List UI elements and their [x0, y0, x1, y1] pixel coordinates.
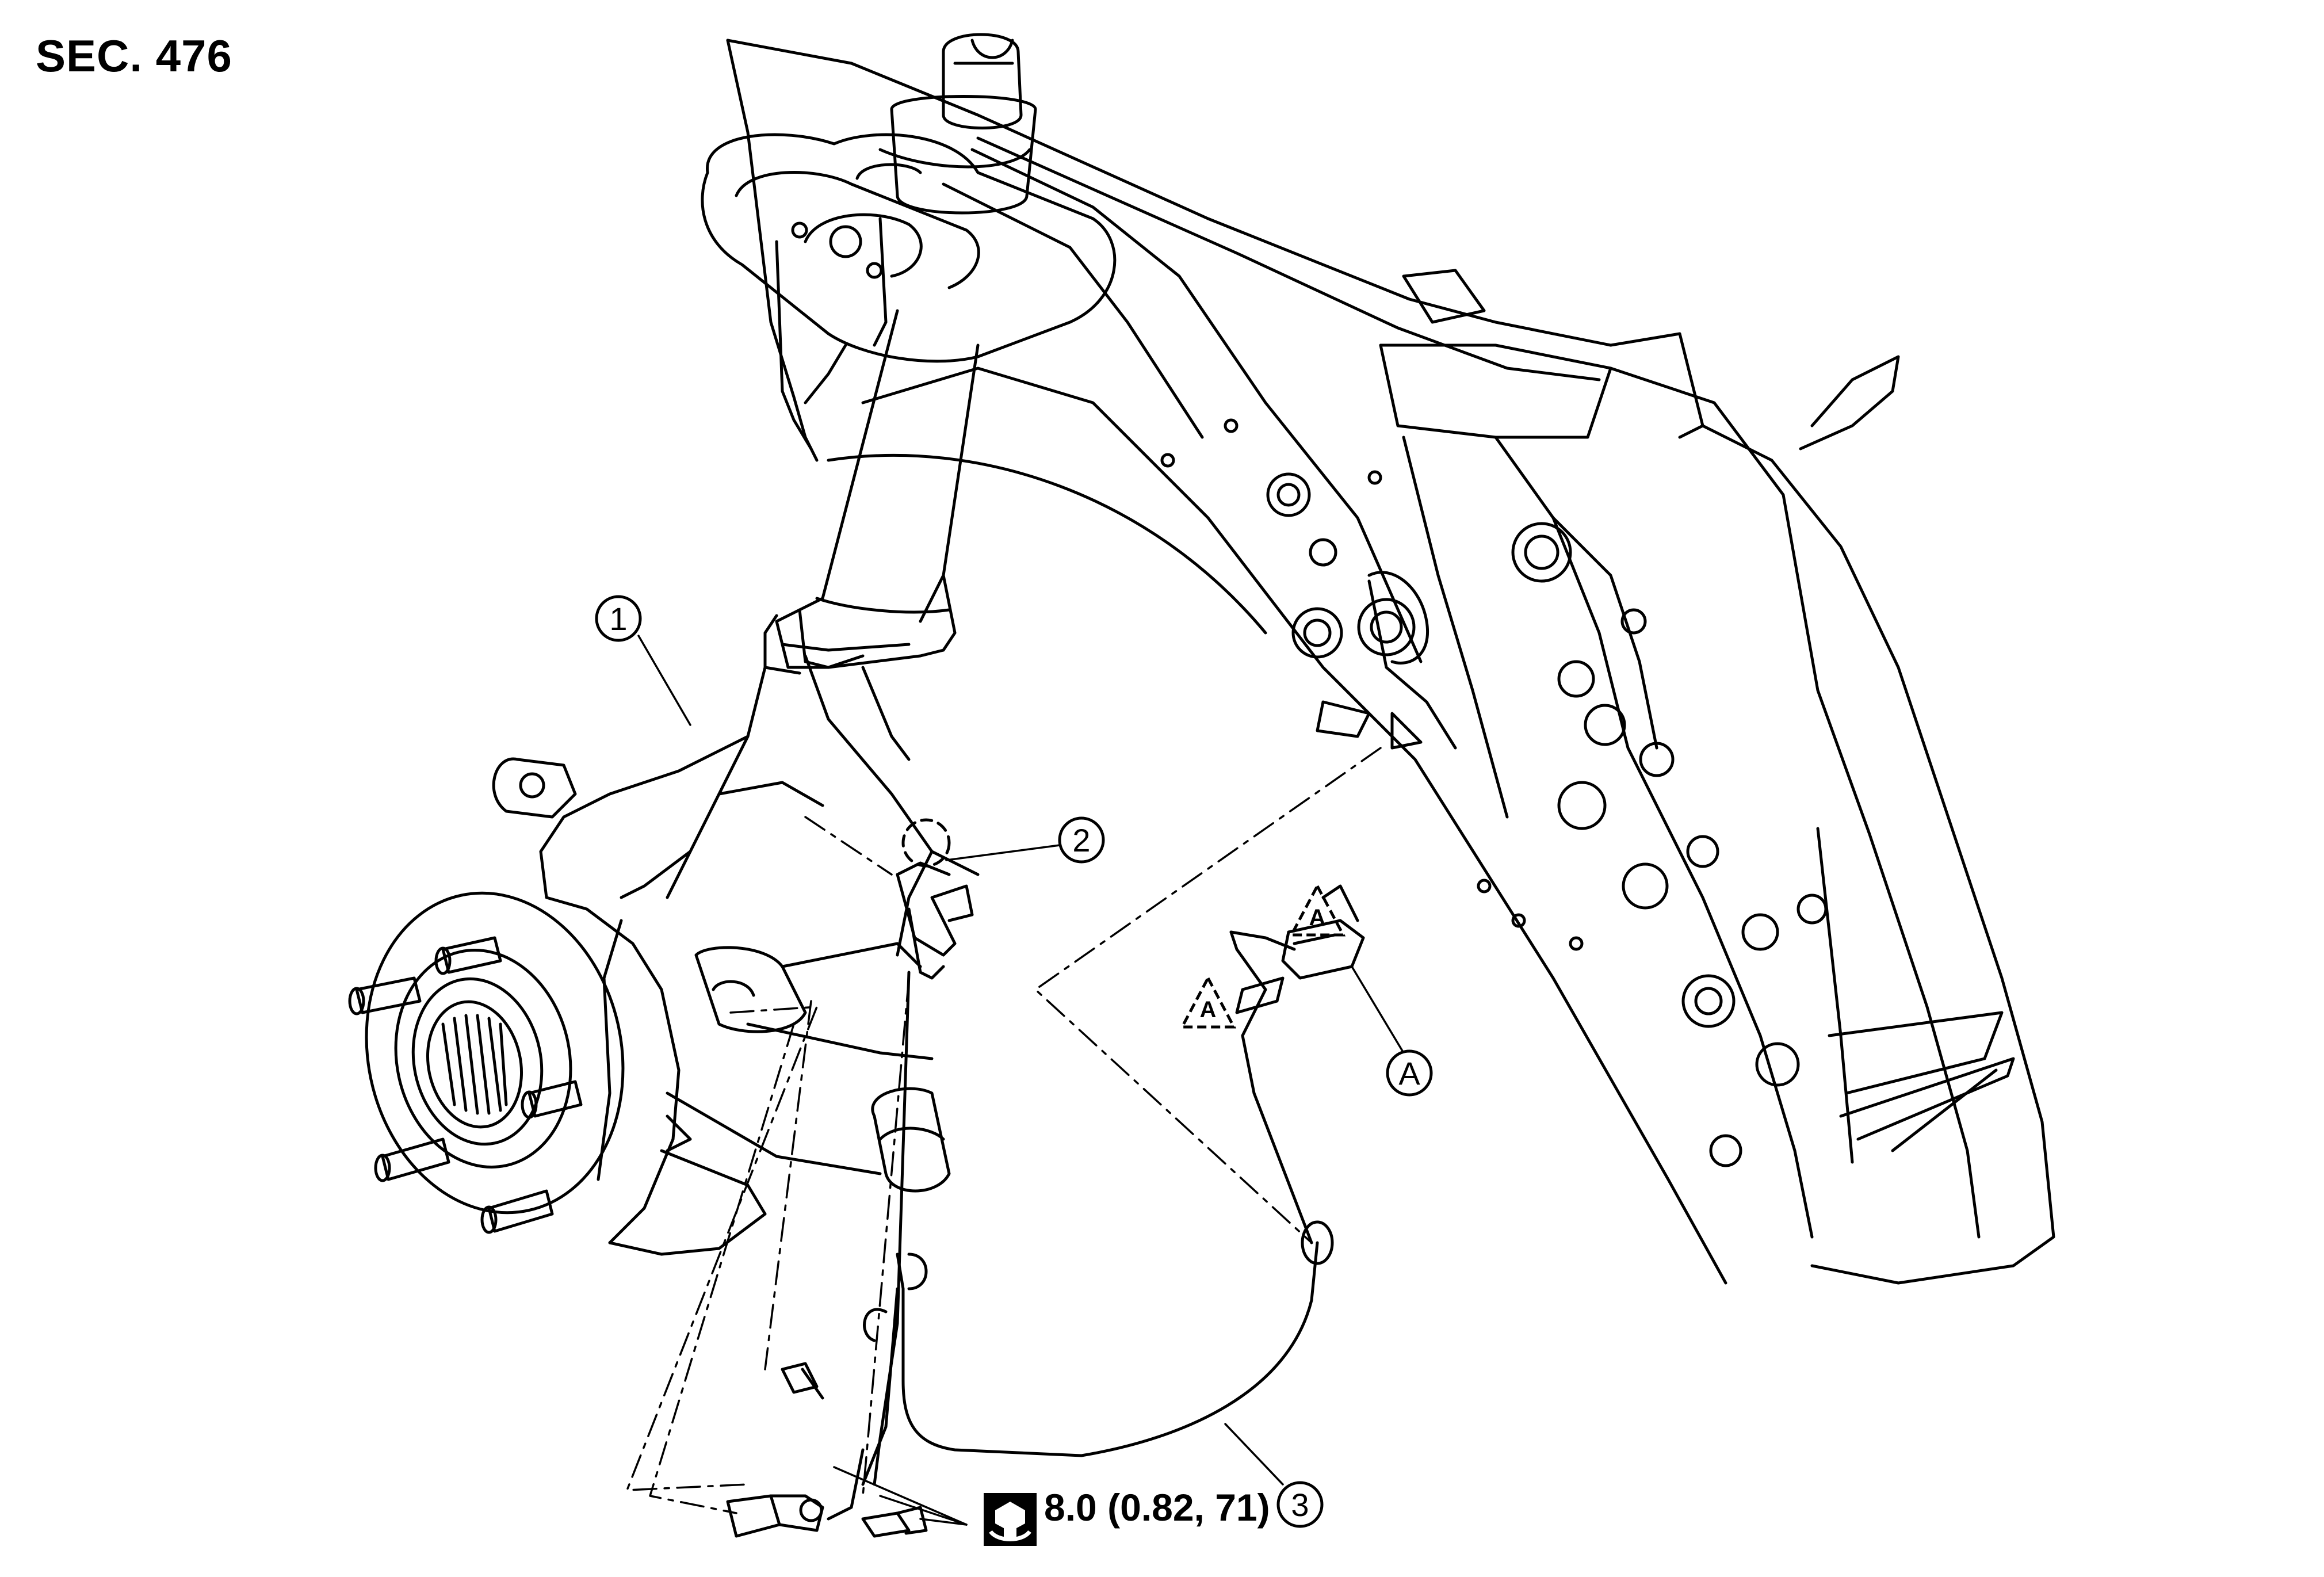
svg-text:A: A: [1200, 997, 1217, 1022]
svg-text:A: A: [1398, 1055, 1420, 1091]
harness-clips: [1235, 884, 1359, 1014]
callout-2: 2: [1058, 816, 1105, 864]
steering-knuckle: [492, 654, 980, 1256]
section-title: SEC. 476: [36, 30, 232, 81]
svg-text:1: 1: [609, 601, 627, 637]
body-frame: [726, 39, 2055, 1285]
warning-triangles: A A: [1179, 883, 1346, 1029]
torque-spec: 8.0 (0.82, 71): [1044, 1486, 1270, 1529]
callout-3: 3: [1276, 1481, 1324, 1528]
sensor-bracket: [896, 818, 974, 980]
wheel-hub: [348, 891, 625, 1234]
phantom-lines: [626, 747, 1382, 1514]
callout-a: A: [1386, 1049, 1433, 1097]
callout-1: 1: [595, 595, 642, 642]
wheel-sensor: [726, 1494, 824, 1538]
bracket-bolt: [781, 1362, 824, 1400]
svg-text:3: 3: [1291, 1487, 1309, 1523]
svg-text:A: A: [1309, 905, 1326, 930]
sensor-harness: [827, 919, 1365, 1521]
svg-text:2: 2: [1072, 822, 1090, 858]
leader-lines: [637, 635, 1405, 1526]
sensor-bolt: [861, 1506, 928, 1538]
strut-assembly: [701, 33, 1117, 675]
torque-wrench-icon: [984, 1493, 1037, 1546]
